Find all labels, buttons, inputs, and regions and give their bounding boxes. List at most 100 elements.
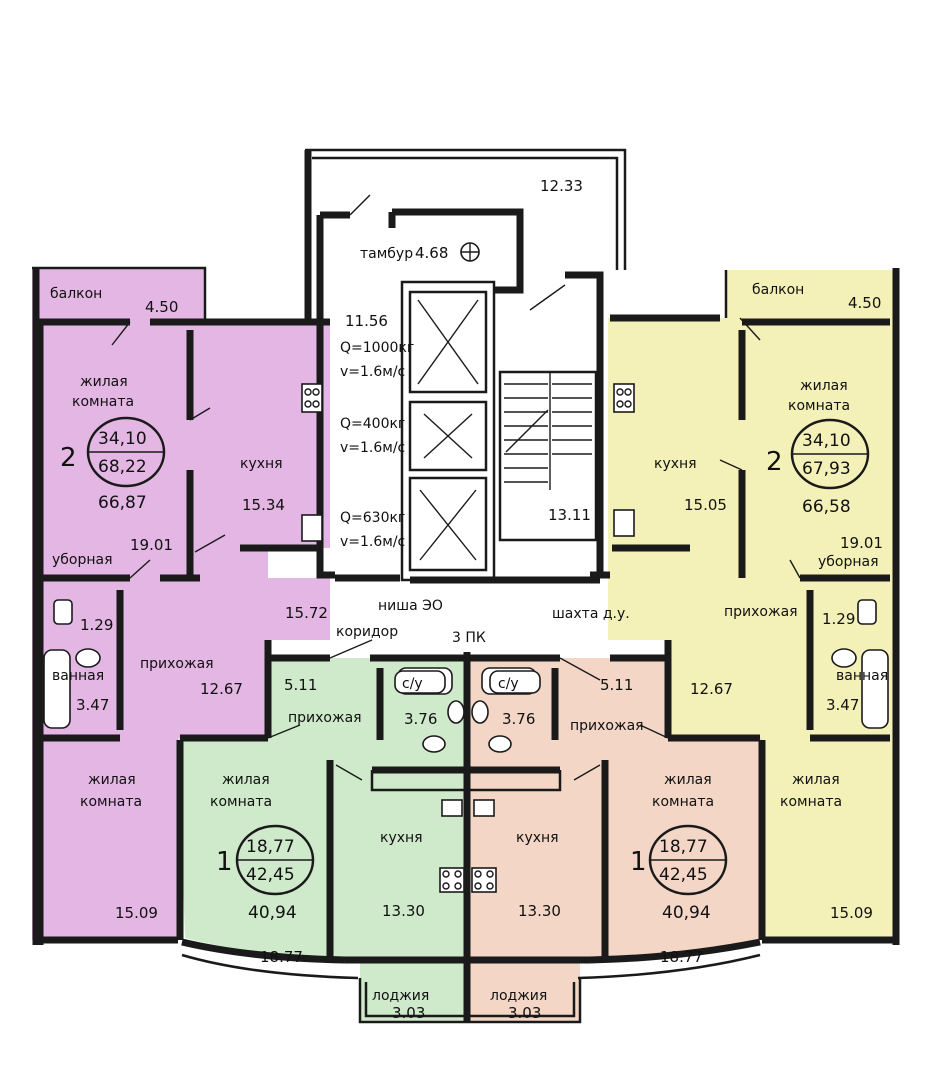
sink-icon (301, 514, 323, 542)
su-label: с/у (498, 676, 519, 692)
total-area: 68,22 (98, 457, 147, 477)
total-area: 42,45 (246, 865, 295, 885)
sink-icon (473, 799, 495, 817)
hall-label: прихожая (288, 710, 362, 726)
su-label: с/у (402, 676, 423, 692)
toilet-area: 1.29 (822, 610, 855, 628)
kitchen-label: кухня (240, 456, 283, 472)
room-area: 18.77 (260, 948, 303, 966)
corridor-area: 5.11 (284, 676, 317, 694)
toilet-label: уборная (818, 554, 879, 570)
labels-core: 12.33 тамбур 4.68 11.56 Q=1000кг v=1.6м/… (285, 177, 630, 646)
bath-label: ванная (52, 668, 104, 684)
stair-area: 13.11 (548, 506, 591, 524)
room-label: комната (652, 794, 714, 810)
room2-area: 15.09 (830, 904, 873, 922)
toilet-icon (857, 599, 877, 625)
apt-left-2room-fill (32, 268, 330, 940)
walls (32, 148, 900, 1024)
room-label: жилая (80, 374, 128, 390)
core-top-area: 12.33 (540, 177, 583, 195)
balcony-area: 4.50 (848, 294, 881, 312)
kitchen-area: 13.30 (382, 902, 425, 920)
living-area: 18,77 (246, 837, 295, 857)
room2-label: жилая (792, 772, 840, 788)
labels-apt-right-2: балкон 4.50 жилая комната 2 34,10 67,93 … (654, 282, 888, 922)
lift-hall-area: 11.56 (345, 312, 388, 330)
net-area: 40,94 (248, 903, 297, 923)
kitchen-label: кухня (516, 830, 559, 846)
labels-apt-left-1: 5.11 с/у 3.76 прихожая жилая комната 1 1… (210, 670, 446, 1022)
room1-area: 19.01 (130, 536, 173, 554)
loggia-area: 3.03 (508, 1004, 541, 1022)
apt-right-2room-fill (608, 270, 895, 940)
room-label: комната (210, 794, 272, 810)
toilet-icon (53, 599, 73, 625)
living-area: 34,10 (802, 431, 851, 451)
living-area: 18,77 (659, 837, 708, 857)
labels-apt-left-2: балкон 4.50 жилая комната 2 34,10 68,22 … (50, 286, 285, 922)
pk-label: 3 ПК (452, 630, 486, 646)
su-area: 3.76 (502, 710, 535, 728)
niche-label: ниша ЭО (378, 598, 443, 614)
basin-icon (831, 648, 857, 668)
room2-label: комната (80, 794, 142, 810)
lift1-capacity: Q=1000кг (340, 340, 414, 356)
toilet-icon (447, 700, 465, 724)
sink-icon (441, 799, 463, 817)
hall-label: прихожая (724, 604, 798, 620)
bath-area: 3.47 (76, 696, 109, 714)
shaft-label: шахта д.у. (552, 606, 630, 622)
stove-icon (301, 383, 323, 413)
bathtub-icon (43, 649, 71, 729)
apt-right-1room-fill (467, 658, 762, 1022)
bath-label: ванная (836, 668, 888, 684)
kitchen-area: 15.05 (684, 496, 727, 514)
stove-icon (613, 383, 635, 413)
living-area: 34,10 (98, 429, 147, 449)
balcony-label: балкон (50, 286, 102, 302)
rooms-count: 1 (630, 847, 647, 877)
tambur-label: тамбур (360, 246, 413, 262)
bathtub-icon (861, 649, 889, 729)
rooms-count: 1 (216, 847, 233, 877)
room-label: комната (788, 398, 850, 414)
toilet-icon (471, 700, 489, 724)
net-area: 66,87 (98, 493, 147, 513)
total-area: 67,93 (802, 459, 851, 479)
total-area: 42,45 (659, 865, 708, 885)
hall-area: 12.67 (690, 680, 733, 698)
basin-icon (488, 735, 512, 753)
tambur-area: 4.68 (415, 244, 448, 262)
lift1-speed: v=1.6м/с (340, 364, 405, 380)
balcony-label: балкон (752, 282, 804, 298)
corridor-label: коридор (336, 624, 398, 640)
loggia-label: лоджия (490, 988, 547, 1004)
net-area: 66,58 (802, 497, 851, 517)
basin-icon (422, 735, 446, 753)
room-label: жилая (222, 772, 270, 788)
room1-area: 19.01 (840, 534, 883, 552)
su-area: 3.76 (404, 710, 437, 728)
toilet-label: уборная (52, 552, 113, 568)
sink-icon (613, 509, 635, 537)
corridor-area: 5.11 (600, 676, 633, 694)
net-area: 40,94 (662, 903, 711, 923)
lift2-speed: v=1.6м/с (340, 440, 405, 456)
corridor-area: 15.72 (285, 604, 328, 622)
rooms-count: 2 (766, 447, 783, 477)
basin-icon (75, 648, 101, 668)
lift2-capacity: Q=400кг (340, 416, 405, 432)
toilet-area: 1.29 (80, 616, 113, 634)
hall-label: прихожая (570, 718, 644, 734)
labels-apt-right-1: 5.11 с/у 3.76 прихожая жилая комната 1 1… (489, 670, 728, 1022)
loggia-area: 3.03 (392, 1004, 425, 1022)
hall-label: прихожая (140, 656, 214, 672)
lift3-speed: v=1.6м/с (340, 534, 405, 550)
kitchen-area: 15.34 (242, 496, 285, 514)
loggia-label: лоджия (372, 988, 429, 1004)
room2-label: комната (780, 794, 842, 810)
kitchen-area: 13.30 (518, 902, 561, 920)
room-label: жилая (664, 772, 712, 788)
